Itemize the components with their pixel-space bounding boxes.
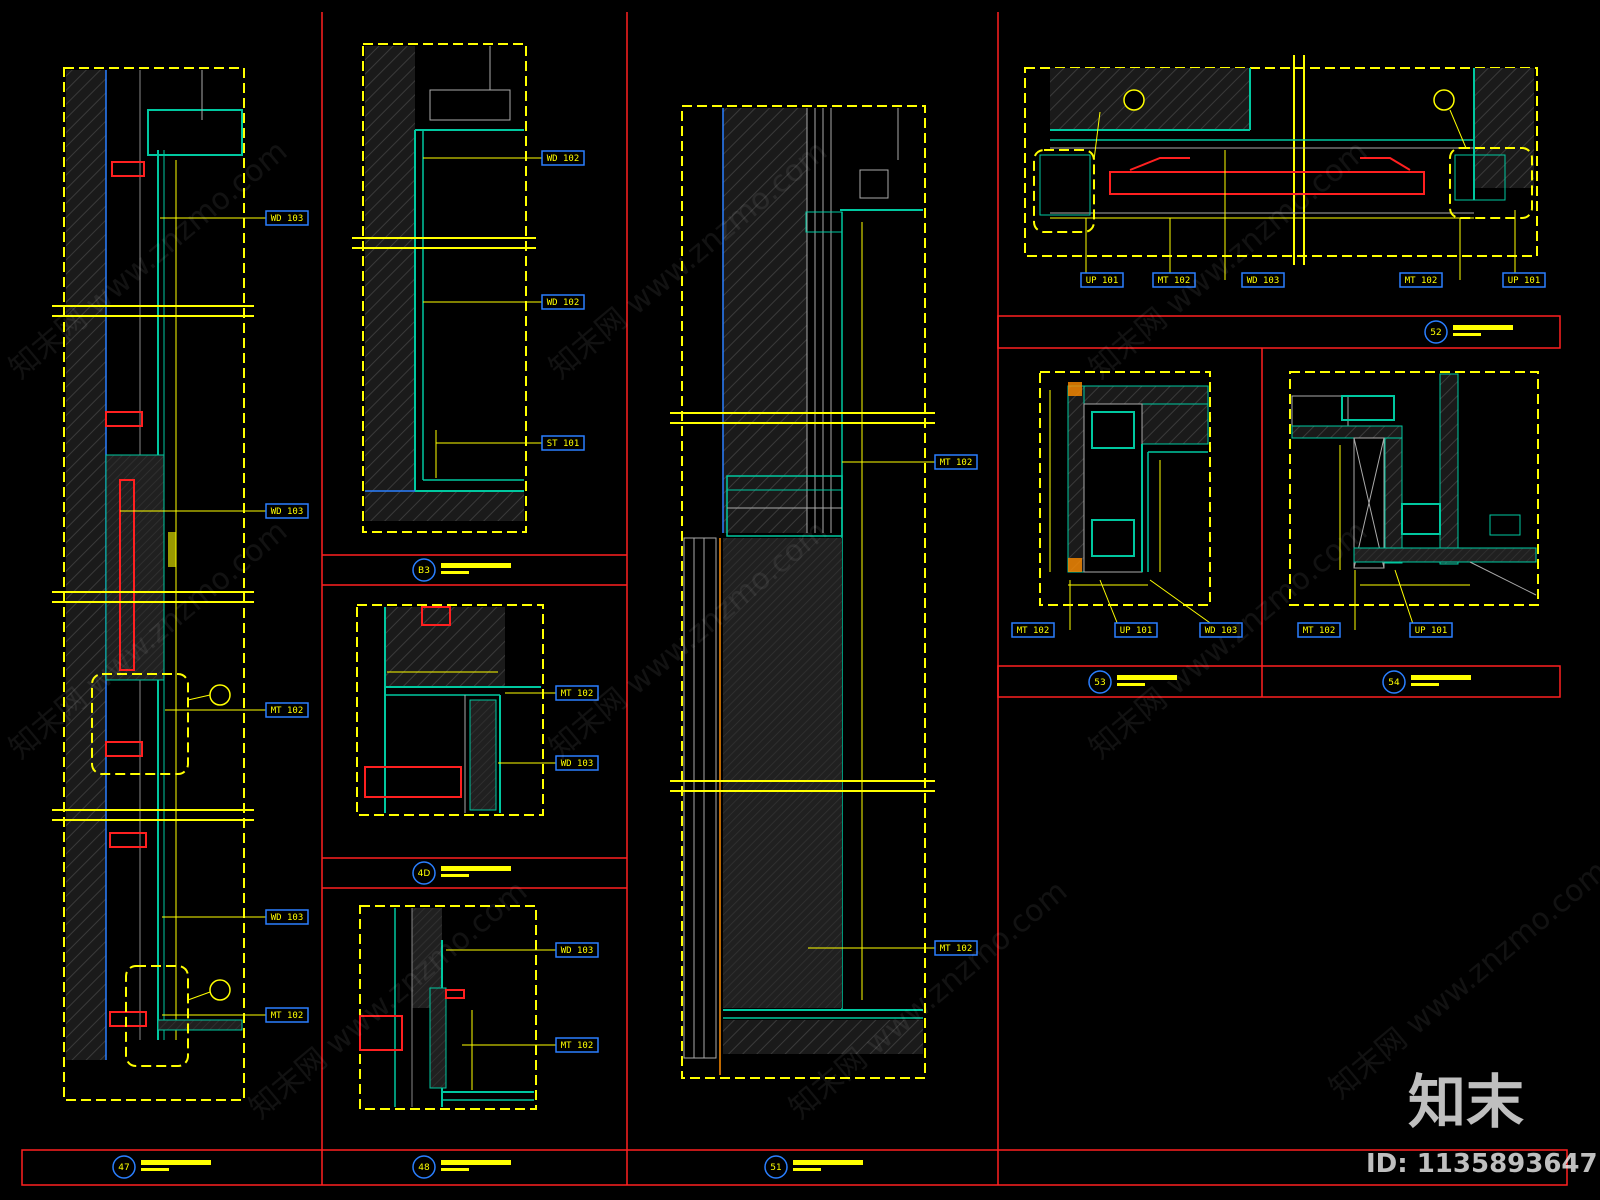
svg-text:54: 54: [1388, 678, 1400, 688]
tag-p1-0: WD 103: [265, 210, 309, 226]
svg-text:B3: B3: [418, 566, 430, 576]
svg-text:WD 103: WD 103: [271, 913, 304, 923]
svg-text:MT 102: MT 102: [271, 1011, 304, 1021]
title-marker-48: 48: [412, 1155, 511, 1179]
svg-text:53: 53: [1094, 678, 1105, 688]
svg-text:48: 48: [418, 1163, 430, 1173]
svg-text:WD 103: WD 103: [561, 946, 594, 956]
detail-4d: MT 102 WD 103: [356, 604, 599, 816]
drawing-frame: [21, 12, 1568, 1186]
title-marker-53: 53: [1088, 670, 1177, 694]
detail-48: WD 103 MT 102: [359, 905, 599, 1110]
tag-p7-1: UP 101: [1114, 622, 1158, 638]
title-marker-54: 54: [1382, 670, 1471, 694]
tag-p6-1: MT 102: [1152, 272, 1196, 288]
title-marker-4d: 4D: [412, 861, 511, 885]
svg-text:47: 47: [118, 1163, 129, 1173]
tag-p5-1: WD 103: [555, 755, 599, 771]
svg-text:MT 102: MT 102: [271, 706, 304, 716]
tag-p7-0: MT 102: [1011, 622, 1055, 638]
tag-p4-1: WD 102: [541, 294, 585, 310]
tag-p3-0: MT 102: [934, 454, 978, 470]
tag-p6-0: UP 101: [1080, 272, 1124, 288]
tag-p8-1: UP 101: [1409, 622, 1453, 638]
svg-text:MT 102: MT 102: [940, 458, 973, 468]
svg-text:UP 101: UP 101: [1508, 276, 1541, 286]
tag-p6-2: WD 103: [1241, 272, 1285, 288]
tag-p1-3: WD 103: [265, 909, 309, 925]
tag-p1-4: MT 102: [265, 1007, 309, 1023]
title-marker-47: 47: [112, 1155, 211, 1179]
tag-p5-0: MT 102: [555, 685, 599, 701]
tag-p2-0: WD 103: [555, 942, 599, 958]
svg-text:WD 103: WD 103: [1205, 626, 1238, 636]
tag-p6-4: UP 101: [1502, 272, 1546, 288]
svg-text:MT 102: MT 102: [561, 689, 594, 699]
detail-51: MT 102 MT 102: [670, 105, 978, 1079]
svg-text:UP 101: UP 101: [1120, 626, 1153, 636]
tag-p3-1: MT 102: [934, 940, 978, 956]
svg-text:UP 101: UP 101: [1415, 626, 1448, 636]
svg-text:WD 103: WD 103: [271, 214, 304, 224]
svg-text:知末网 www.znzmo.com: 知末网 www.znzmo.com: [1083, 514, 1374, 766]
svg-text:51: 51: [770, 1163, 781, 1173]
svg-text:WD 102: WD 102: [547, 298, 580, 308]
tag-p1-1: WD 103: [265, 503, 309, 519]
tag-p4-0: WD 102: [541, 150, 585, 166]
detail-47: WD 103 WD 103 MT 102 WD 103 MT 102: [52, 67, 309, 1101]
svg-text:知末网 www.znzmo.com: 知末网 www.znzmo.com: [3, 134, 294, 386]
watermark-id-label: ID: 1135893647: [1366, 1149, 1598, 1179]
svg-text:WD 103: WD 103: [271, 507, 304, 517]
watermark-brand-logo: 知末: [1408, 1068, 1524, 1136]
svg-text:MT 102: MT 102: [940, 944, 973, 954]
title-marker-51: 51: [764, 1155, 863, 1179]
tag-p7-2: WD 103: [1199, 622, 1243, 638]
title-marker-b3: B3: [412, 558, 511, 582]
svg-text:WD 102: WD 102: [547, 154, 580, 164]
detail-52: UP 101 MT 102 WD 103 MT 102 UP 101: [1024, 55, 1546, 288]
svg-text:UP 101: UP 101: [1086, 276, 1119, 286]
svg-text:MT 102: MT 102: [1303, 626, 1336, 636]
title-marker-52: 52: [1424, 320, 1513, 344]
svg-text:ST 101: ST 101: [547, 439, 580, 449]
svg-text:MT 102: MT 102: [561, 1041, 594, 1051]
tag-p4-2: ST 101: [541, 435, 585, 451]
svg-text:WD 103: WD 103: [561, 759, 594, 769]
svg-text:MT 102: MT 102: [1405, 276, 1438, 286]
svg-text:WD 103: WD 103: [1247, 276, 1280, 286]
svg-text:MT 102: MT 102: [1158, 276, 1191, 286]
svg-text:52: 52: [1430, 328, 1441, 338]
detail-b3: WD 102 WD 102 ST 101: [352, 43, 585, 533]
tag-p2-1: MT 102: [555, 1037, 599, 1053]
detail-54: MT 102 UP 101: [1289, 371, 1539, 638]
svg-text:4D: 4D: [418, 869, 431, 879]
tag-p6-3: MT 102: [1399, 272, 1443, 288]
detail-53: MT 102 UP 101 WD 103: [1011, 371, 1243, 638]
tag-p1-2: MT 102: [265, 702, 309, 718]
svg-text:MT 102: MT 102: [1017, 626, 1050, 636]
tag-p8-0: MT 102: [1297, 622, 1341, 638]
